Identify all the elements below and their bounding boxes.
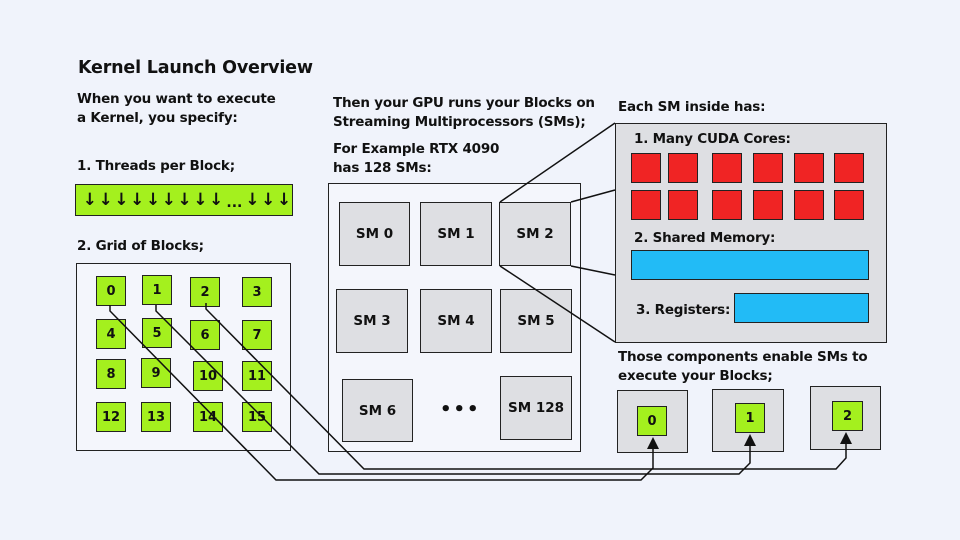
sm-1: SM 1 xyxy=(420,202,492,266)
cuda-core xyxy=(753,153,783,183)
grid-block-7: 7 xyxy=(242,320,272,350)
executing-block-1: 1 xyxy=(735,403,765,433)
thread-arrow-icon: ↓ xyxy=(177,189,192,210)
grid-block-10: 10 xyxy=(193,361,223,391)
cuda-core xyxy=(834,153,864,183)
grid-block-9: 9 xyxy=(141,358,171,388)
grid-of-blocks-label: 2. Grid of Blocks; xyxy=(77,238,204,254)
grid-block-4: 4 xyxy=(96,319,126,349)
sm-2: SM 2 xyxy=(499,202,571,266)
grid-block-8: 8 xyxy=(96,359,126,389)
thread-ellipsis: ... xyxy=(226,195,243,211)
threads-bar: ↓↓↓↓↓↓↓↓↓...↓↓↓ xyxy=(75,184,293,216)
grid-block-1: 1 xyxy=(142,275,172,305)
sm-5: SM 5 xyxy=(500,289,572,353)
grid-block-15: 15 xyxy=(242,402,272,432)
grid-block-14: 14 xyxy=(193,402,223,432)
grid-block-12: 12 xyxy=(96,402,126,432)
rtx-example-text: For Example RTX 4090 has 128 SMs: xyxy=(333,141,500,176)
executing-block-0: 0 xyxy=(637,406,667,436)
sm-inside-heading: Each SM inside has: xyxy=(618,99,766,115)
thread-arrow-icon: ↓ xyxy=(130,189,145,210)
gpu-intro-text: Then your GPU runs your Blocks on Stream… xyxy=(333,95,595,130)
cuda-core xyxy=(712,153,742,183)
cuda-core xyxy=(794,190,824,220)
grid-block-11: 11 xyxy=(242,361,272,391)
sm-0: SM 0 xyxy=(339,202,410,266)
grid-block-5: 5 xyxy=(142,318,172,348)
grid-block-3: 3 xyxy=(242,277,272,307)
shared-memory-bar xyxy=(631,250,869,280)
cuda-core xyxy=(631,153,661,183)
cuda-core xyxy=(631,190,661,220)
cuda-core xyxy=(753,190,783,220)
grid-block-0: 0 xyxy=(96,276,126,306)
sm-128: SM 128 xyxy=(500,376,572,440)
thread-arrow-icon: ↓ xyxy=(114,189,129,210)
grid-block-2: 2 xyxy=(190,277,220,307)
thread-arrow-icon: ↓ xyxy=(209,189,224,210)
left-intro-text: When you want to execute a Kernel, you s… xyxy=(77,91,276,126)
thread-arrow-icon: ↓ xyxy=(245,189,260,210)
thread-arrow-icon: ↓ xyxy=(161,189,176,210)
shared-memory-label: 2. Shared Memory: xyxy=(634,230,776,246)
cuda-core xyxy=(668,190,698,220)
sm-3: SM 3 xyxy=(336,289,408,353)
thread-arrow-icon: ↓ xyxy=(98,189,113,210)
sm-ellipsis: ••• xyxy=(440,399,481,420)
executing-block-2: 2 xyxy=(832,401,863,431)
thread-arrow-icon: ↓ xyxy=(261,189,276,210)
thread-arrow-icon: ↓ xyxy=(193,189,208,210)
cuda-core xyxy=(794,153,824,183)
enable-text: Those components enable SMs to execute y… xyxy=(618,349,868,384)
sm-4: SM 4 xyxy=(420,289,492,353)
cuda-cores-label: 1. Many CUDA Cores: xyxy=(634,131,791,147)
registers-bar xyxy=(734,293,869,323)
thread-arrow-icon: ↓ xyxy=(82,189,98,210)
cuda-core xyxy=(834,190,864,220)
cuda-core xyxy=(668,153,698,183)
grid-block-13: 13 xyxy=(141,402,171,432)
registers-label: 3. Registers: xyxy=(636,302,731,318)
sm-6: SM 6 xyxy=(342,379,413,442)
diagram-title: Kernel Launch Overview xyxy=(78,58,313,78)
threads-per-block-label: 1. Threads per Block; xyxy=(77,158,235,174)
grid-block-6: 6 xyxy=(190,320,220,350)
thread-arrow-icon: ↓ xyxy=(276,189,292,210)
thread-arrow-icon: ↓ xyxy=(145,189,161,210)
cuda-core xyxy=(712,190,742,220)
